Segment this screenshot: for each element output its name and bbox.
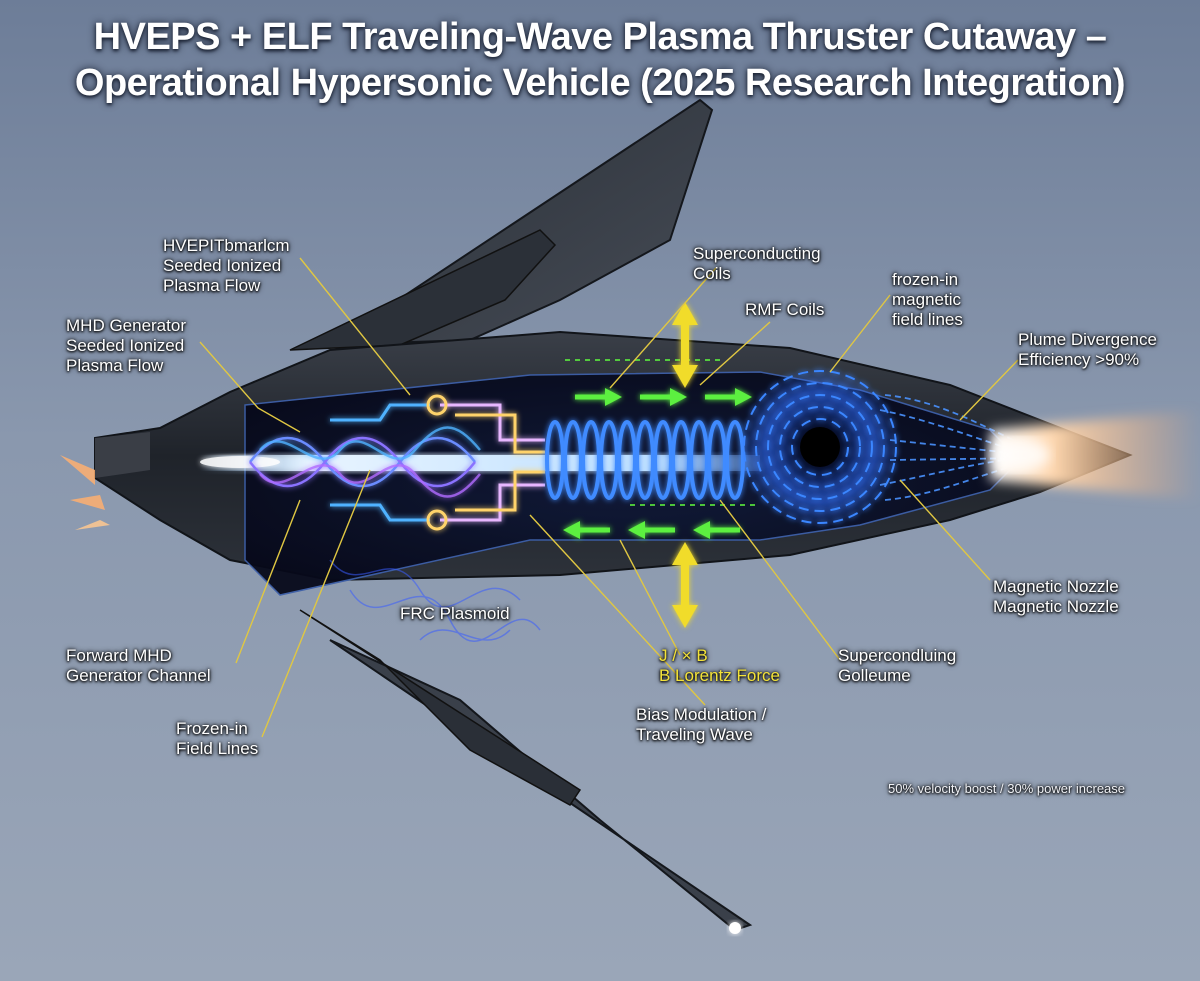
- label-line: Plasma Flow: [66, 356, 164, 375]
- magnetic-nozzle-rings: [743, 370, 897, 524]
- label-line: Traveling Wave: [636, 725, 753, 744]
- label-magnetic-nozzle: Magnetic Nozzle Magnetic Nozzle: [993, 577, 1119, 617]
- label-rmf-coils: RMF Coils: [745, 300, 824, 320]
- label-line: Efficiency >90%: [1018, 350, 1140, 369]
- lorentz-force-arrows: [672, 302, 698, 628]
- rmf-flow-arrows: [563, 388, 752, 539]
- label-frozen-in-magnetic-field-lines: frozen-in magnetic field lines: [892, 270, 963, 330]
- label-line: field lines: [892, 310, 963, 329]
- label-mhd-generator: MHD Generator Seeded Ionized Plasma Flow: [66, 316, 186, 376]
- label-hvep-seeded-plasma: HVEPITbmarlcm Seeded Ionized Plasma Flow: [163, 236, 290, 296]
- label-frozen-in-field-lines: Frozen-in Field Lines: [176, 719, 258, 759]
- label-line: 50% velocity boost / 30% power increase: [888, 781, 1126, 796]
- label-line: Magnetic Nozzle: [993, 577, 1119, 596]
- label-line: Forward MHD: [66, 646, 172, 665]
- rear-exhaust-sparks: [60, 455, 110, 530]
- label-forward-mhd-generator-channel: Forward MHD Generator Channel: [66, 646, 211, 686]
- mhd-plasma-braid: [249, 426, 481, 498]
- label-line: HVEPITbmarlcm: [163, 236, 290, 255]
- label-line: Seeded Ionized: [163, 256, 282, 275]
- frc-plasma-wisps: [329, 559, 541, 643]
- label-line: Generator Channel: [66, 666, 211, 685]
- label-line: magnetic: [892, 290, 961, 309]
- lower-canard: [299, 609, 582, 806]
- label-line: Plume Divergence: [1018, 330, 1157, 349]
- wingtip-light: [729, 922, 741, 934]
- diagram-title-line-2: Operational Hypersonic Vehicle (2025 Res…: [74, 62, 1126, 104]
- rmf-dashed-arrows: [565, 359, 760, 506]
- label-lorentz-force: J / × B B Lorentz Force: [659, 646, 780, 686]
- label-line: frozen-in: [892, 270, 959, 289]
- label-line: Magnetic Nozzle: [993, 597, 1119, 616]
- label-line: Field Lines: [176, 739, 259, 758]
- nozzle-throat: [800, 427, 840, 467]
- label-line: J / × B: [659, 646, 708, 665]
- label-line: B Lorentz Force: [659, 666, 780, 685]
- lower-wing: [329, 639, 753, 932]
- label-plume-divergence: Plume Divergence Efficiency >90%: [1018, 330, 1157, 370]
- callout-leader-lines: [199, 257, 1019, 738]
- diagram-title-line-1: HVEPS + ELF Traveling-Wave Plasma Thrust…: [93, 16, 1107, 58]
- label-bias-modulation: Bias Modulation / Traveling Wave: [636, 705, 766, 745]
- plasma-beam: [200, 455, 760, 471]
- nozzle-flaps: [95, 432, 150, 478]
- label-superconducting-coils: Superconducting Coils: [693, 244, 821, 284]
- label-line: Superconducting: [693, 244, 821, 263]
- label-frc-plasmoid: FRC Plasmoid: [400, 604, 510, 624]
- exhaust-plume: [990, 410, 1200, 500]
- label-line: Seeded Ionized: [66, 336, 185, 355]
- label-line: Bias Modulation /: [636, 705, 767, 724]
- label-line: Frozen-in: [176, 719, 248, 738]
- label-superconduling-golleume: Supercondluing Golleume: [838, 646, 956, 686]
- label-line: Golleume: [838, 666, 911, 685]
- label-line: MHD Generator: [66, 316, 186, 335]
- label-line: Supercondluing: [838, 646, 957, 665]
- bias-circuit-traces: [330, 394, 545, 531]
- label-line: RMF Coils: [745, 300, 825, 319]
- label-line: Coils: [693, 264, 731, 283]
- label-line: FRC Plasmoid: [400, 604, 510, 623]
- label-line: Plasma Flow: [163, 276, 261, 295]
- label-velocity-boost-note: 50% velocity boost / 30% power increase: [888, 781, 1125, 797]
